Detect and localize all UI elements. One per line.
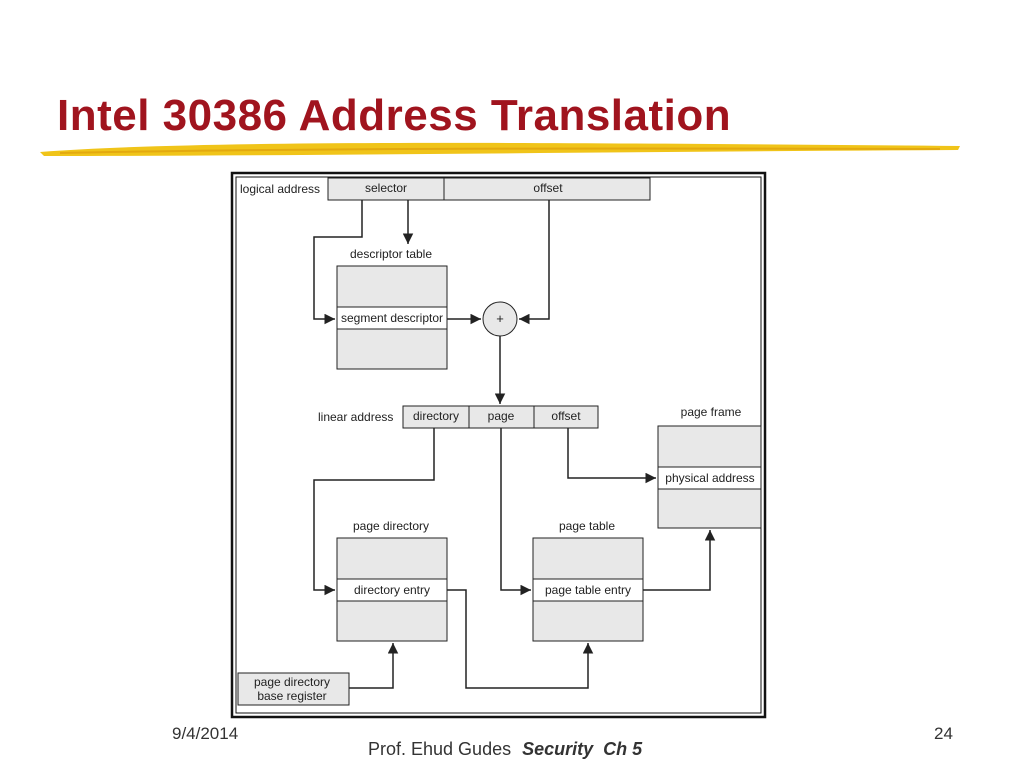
- footer-course: Security Ch 5: [522, 739, 643, 759]
- arrow-page-to-page-table-entry: [500, 428, 531, 596]
- page-number: 24: [934, 724, 953, 743]
- directory-label: directory: [413, 409, 459, 423]
- page-table-label: page table: [559, 519, 615, 533]
- slide-title: Intel 30386 Address Translation: [57, 91, 732, 140]
- pdbr-label-line2: base register: [257, 689, 326, 703]
- directory-entry-label: directory entry: [354, 583, 430, 597]
- footer-center: Prof. Ehud Gudes Security Ch 5: [368, 739, 642, 760]
- footer-date: 9/4/2014: [172, 724, 239, 743]
- footer-author: Prof. Ehud Gudes: [368, 739, 512, 759]
- connectors: [313, 200, 716, 689]
- physical-address-label: physical address: [665, 471, 754, 485]
- arrow-directory-to-directory-entry: [313, 428, 435, 596]
- page-frame-top: [657, 425, 762, 468]
- pdbr-label-line1: page directory: [254, 675, 330, 689]
- linear-offset-field: [533, 405, 599, 429]
- descriptor-table-bottom: [336, 328, 448, 370]
- arrow-directory-entry-to-page-table: [447, 589, 594, 689]
- page-table-bottom: [532, 600, 644, 642]
- logical-address-label: logical address: [240, 182, 320, 196]
- arrow-offset-to-physical-address: [567, 428, 656, 484]
- logical-offset-field: [443, 177, 651, 201]
- title-underline-swoosh: [40, 142, 960, 156]
- pdbr-box: [237, 672, 350, 706]
- linear-address-label: linear address: [318, 410, 393, 424]
- arrow-offset-to-adder: [519, 200, 550, 325]
- linear-offset-label: offset: [551, 409, 581, 423]
- arrow-page-table-entry-to-page-frame: [643, 530, 716, 591]
- page-directory-top: [336, 537, 448, 580]
- selector-label: selector: [365, 181, 407, 195]
- segment-descriptor-label: segment descriptor: [341, 311, 443, 325]
- descriptor-table-top: [336, 265, 448, 308]
- arrow-selector-to-segment-descriptor: [313, 200, 363, 325]
- page-frame-label: page frame: [681, 405, 742, 419]
- arrow-pdbr-to-page-directory: [349, 643, 399, 689]
- adder-symbol: +: [496, 311, 504, 326]
- descriptor-table-label: descriptor table: [350, 247, 432, 261]
- page-directory-bottom: [336, 600, 448, 642]
- page-table-entry-label: page table entry: [545, 583, 631, 597]
- page-table-top: [532, 537, 644, 580]
- page-directory-label: page directory: [353, 519, 429, 533]
- logical-offset-label: offset: [533, 181, 563, 195]
- page-label: page: [488, 409, 515, 423]
- page-frame-bottom: [657, 488, 762, 529]
